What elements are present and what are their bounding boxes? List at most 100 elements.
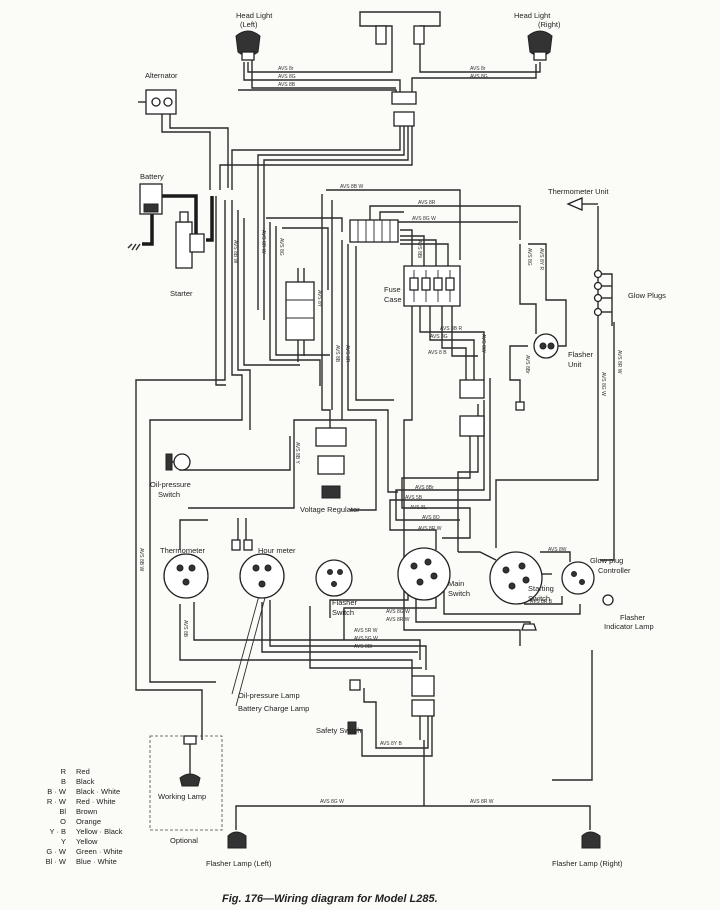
oil-pressure-switch: Oil-pressure Switch — [150, 453, 191, 499]
legend-code: R — [61, 767, 67, 776]
wire-tag: AVS 8R W — [616, 350, 622, 374]
wire-tag: AVS 8W — [548, 547, 567, 553]
working-lamp: Working Lamp Optional — [149, 735, 223, 845]
safety-switch: Safety Switch — [316, 679, 361, 735]
battery-charge-lamp-label: Battery Charge Lamp — [238, 704, 309, 713]
wire-tag: AVS 8B W — [340, 184, 364, 190]
thermometer-unit-label: Thermometer Unit — [548, 187, 609, 196]
legend-code: B · W — [47, 787, 67, 796]
wire-tag: AVS 8r — [470, 66, 486, 72]
wire-tag: AVS 8G W — [412, 216, 436, 222]
wire-tag: AVS 8G — [430, 334, 448, 340]
wire-tag: AVS 8B — [334, 345, 340, 363]
battery: Battery — [127, 172, 164, 251]
starter: Starter — [170, 211, 205, 298]
flasher-switch: Flasher Switch — [315, 559, 358, 617]
flasher-lamp-right: Flasher Lamp (Right) — [552, 831, 623, 868]
flasher-indicator-lamp: Flasher Indicator Lamp — [521, 594, 654, 631]
harness-connector-lower — [411, 675, 435, 717]
wire-tag: AVS 8G — [470, 74, 488, 80]
head-light-right-sub: (Right) — [538, 20, 561, 29]
glow-plugs-label: Glow Plugs — [628, 291, 666, 300]
flasher-lamp-left: Flasher Lamp (Left) — [206, 831, 272, 868]
flasher-lamp-left-label: Flasher Lamp (Left) — [206, 859, 272, 868]
wire-tag: AVS 8B Y — [294, 442, 300, 464]
battery-label: Battery — [140, 172, 164, 181]
wire-tag: AVS 8G W — [386, 609, 410, 615]
wire-tag: AVS 8Br — [415, 485, 434, 491]
glow-plug-controller: Glow plug Controller — [561, 556, 631, 595]
legend-color: Black — [76, 777, 95, 786]
legend-code: Y — [61, 837, 66, 846]
safety-switch-label: Safety Switch — [316, 726, 361, 735]
flasher-switch-label: Flasher — [332, 598, 358, 607]
flasher-unit: Flasher Unit — [515, 333, 594, 411]
wire-tag: AVS 8G W — [320, 799, 344, 805]
wire-tag: AVS 8r — [278, 66, 294, 72]
wire-tag: AVS 8Bl — [416, 240, 422, 258]
alternator: Alternator — [138, 71, 178, 115]
legend-color: Brown — [76, 807, 97, 816]
wire-tag: AVS 5R W — [354, 628, 378, 634]
wire-tag: AVS 8G — [278, 74, 296, 80]
wire-tag: AVS 8R — [344, 345, 350, 363]
legend-color: Green · White — [76, 847, 123, 856]
glow-plugs: Glow Plugs — [593, 269, 666, 317]
starting-switch-sub: Switch — [528, 594, 550, 603]
wire-tag: AVS 8 B — [428, 350, 447, 356]
starter-label: Starter — [170, 289, 193, 298]
harness-connector-upper — [349, 219, 399, 243]
legend-color: Black · White — [76, 787, 120, 796]
flasher-switch-sub: Switch — [332, 608, 354, 617]
legend-code: Y · B — [49, 827, 66, 836]
legend-color: Yellow · Black — [76, 827, 123, 836]
oil-pressure-switch-label: Oil-pressure — [150, 480, 191, 489]
thermometer-unit: Thermometer Unit — [548, 187, 609, 211]
head-light-left-label: Head Light — [236, 11, 273, 20]
head-light-right: Head Light (Right) — [514, 11, 561, 61]
main-switch-sub: Switch — [448, 589, 470, 598]
wire-tag: AVS 8R W — [260, 230, 266, 254]
relay-block — [285, 281, 315, 341]
wire-tag: AVS 8B — [182, 620, 188, 638]
thermometer: Thermometer — [160, 546, 209, 599]
starting-switch-label: Starting — [528, 584, 554, 593]
wire-tag: AVS 8W — [480, 334, 486, 353]
hour-meter-label: Hour meter — [258, 546, 296, 555]
optional-label: Optional — [170, 836, 198, 845]
wire-tags: AVS 8r AVS 8G AVS 8B AVS 8r AVS 8G AVS 8… — [138, 66, 622, 805]
legend-color: Orange — [76, 817, 101, 826]
wire-tag: AVS 8B — [278, 82, 296, 88]
starting-switch: Starting Switch — [489, 551, 554, 605]
thermometer-label: Thermometer — [160, 546, 206, 555]
wire-tag: AVS 8Y — [316, 290, 322, 308]
wire-tag: AVS 8O — [422, 515, 440, 521]
wire-tag: AVS 8R — [418, 200, 436, 206]
main-switch: Main Switch — [397, 547, 470, 601]
wire-tag: AVS 8R W — [418, 526, 442, 532]
glow-plug-controller-label: Glow plug — [590, 556, 623, 565]
legend-code: Bl — [59, 807, 66, 816]
legend-color: Red — [76, 767, 90, 776]
wiring-harness — [135, 11, 615, 830]
hour-meter: Hour meter — [231, 539, 296, 599]
wire-tag: AVS 8R W — [470, 799, 494, 805]
main-switch-label: Main — [448, 579, 464, 588]
flasher-indicator-sub: Indicator Lamp — [604, 622, 654, 631]
flasher-unit-label: Flasher — [568, 350, 594, 359]
wire-tag: AVS 8B W — [138, 548, 144, 572]
harness-connector-mid — [459, 379, 485, 437]
legend-code: Bl · W — [46, 857, 67, 866]
wire-tag: AVS 8R B — [530, 599, 553, 605]
legend-code: G · W — [46, 847, 66, 856]
wire-tag: AVS 8Bl — [354, 644, 372, 650]
alternator-label: Alternator — [145, 71, 178, 80]
oil-pressure-lamp-label: Oil-pressure Lamp — [238, 691, 300, 700]
color-code-legend: R Red B Black B · W Black · White R · W … — [46, 767, 123, 866]
fuse-case-label: Fuse — [384, 285, 401, 294]
wire-tag: AVS 5G W — [354, 636, 378, 642]
legend-code: B — [61, 777, 66, 786]
voltage-regulator-label: Voltage Regulator — [300, 505, 360, 514]
indicator-lamps: Oil-pressure Lamp Battery Charge Lamp — [238, 691, 309, 713]
